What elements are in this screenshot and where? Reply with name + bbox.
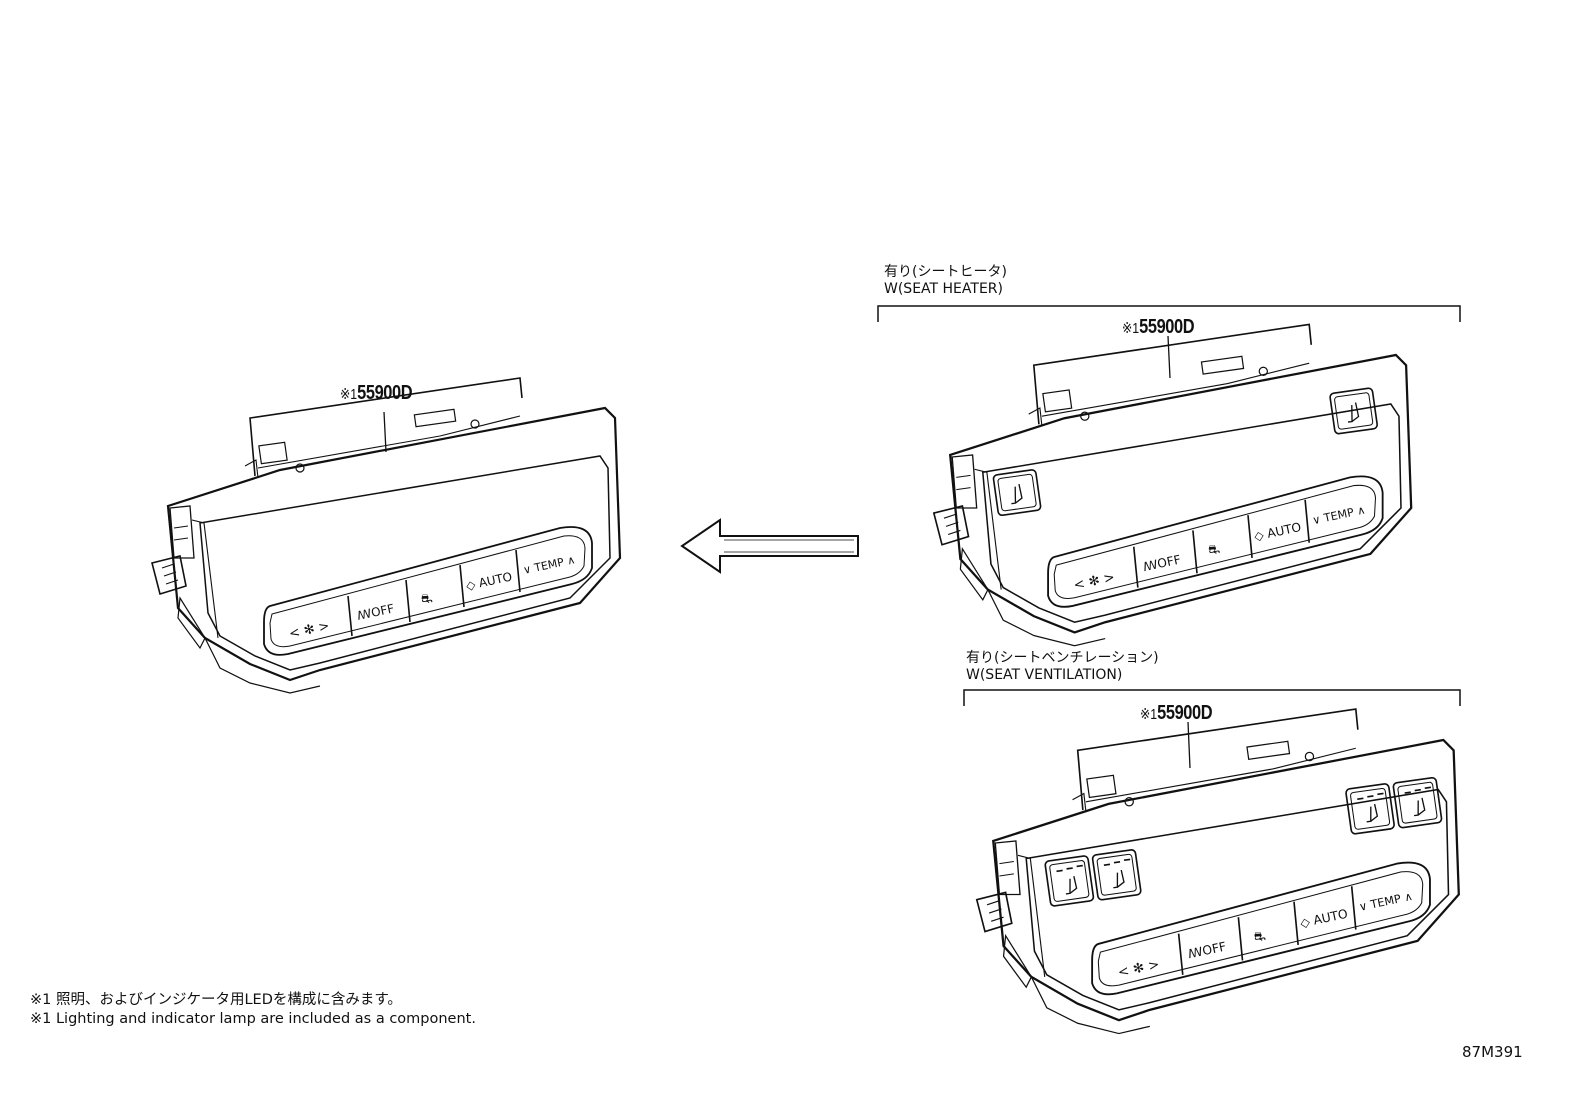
heading-en: W(SEAT VENTILATION) (966, 667, 1123, 683)
leader-line-unit-1 (383, 411, 387, 453)
heading-ja: 有り(シートベンチレーション) (966, 650, 1159, 666)
footnote-ja: ※1 照明、およびインジケータ用LEDを構成に含みます。 (30, 992, 402, 1008)
note-mark: ※1 (1122, 320, 1140, 337)
heading-en: W(SEAT HEATER) (884, 281, 1003, 297)
note-mark: ※1 (1140, 706, 1158, 723)
part-number: 55900D (357, 382, 413, 404)
footnote-en: ※1 Lighting and indicator lamp are inclu… (30, 1011, 476, 1027)
direction-arrow (680, 518, 859, 574)
bracket-seat-heater (877, 305, 1461, 322)
heading-seat-ventilation: 有り(シートベンチレーション) W(SEAT VENTILATION) (966, 650, 1159, 684)
part-number-label-unit-1: ※155900D (340, 382, 413, 405)
heading-seat-heater: 有り(シートヒータ) W(SEAT HEATER) (884, 264, 1007, 298)
note-mark: ※1 (340, 386, 358, 403)
climate-panel-unit-1 (150, 376, 622, 695)
heading-ja: 有り(シートヒータ) (884, 264, 1007, 280)
leader-line-unit-3 (1187, 721, 1191, 769)
leader-line-unit-2 (1167, 335, 1171, 379)
part-number: 55900D (1157, 702, 1213, 724)
climate-panel-unit-3 (975, 707, 1460, 1035)
bracket-seat-ventilation (963, 689, 1461, 706)
part-number-label-unit-2: ※155900D (1122, 316, 1195, 339)
climate-panel-unit-2 (932, 323, 1413, 647)
part-number-label-unit-3: ※155900D (1140, 702, 1213, 725)
part-number: 55900D (1139, 316, 1195, 338)
figure-id: 87M391 (1462, 1043, 1523, 1061)
